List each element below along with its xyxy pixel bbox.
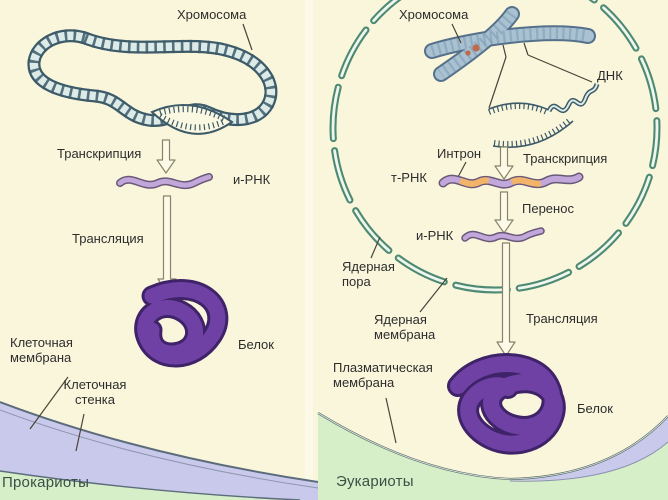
translation-arrow-left [157,195,177,294]
label-nuclear-membrane: Ядерная мембрана [374,312,436,343]
transcription-bubble [150,103,234,135]
label-cell-wall: Клеточная стенка [63,377,127,408]
label-cell-membrane: Клеточная мембрана [10,335,73,366]
transcription-arrow-left [156,139,176,174]
prokaryote-cell-membrane [0,401,319,500]
label-translation-left: Трансляция [72,231,144,246]
label-intron: Интрон [437,146,482,161]
label-translation-right: Трансляция [526,311,598,326]
leader-lines [29,23,593,452]
unwound-dna [487,83,600,149]
transfer-arrow [494,191,514,234]
label-chromosome-left: Хромосома [177,7,247,22]
mrna-strand-right [461,227,545,243]
panel-title-eukaryotes: Эукариоты [336,473,414,490]
mrna-strand-left [116,173,213,190]
circular-dna-loop [27,29,278,135]
label-transcription-right: Транскрипция [523,151,608,166]
panel-divider [305,0,313,500]
transcription-arrow-right [494,146,514,180]
label-plasma-membrane: Плазматическая мембрана [333,360,433,391]
x-chromosome [424,6,596,82]
panel-title-prokaryotes: Прокариоты [2,474,90,491]
label-dna: ДНК [597,68,623,83]
eukaryote-plasma-membrane [317,412,668,500]
label-mrna-left: и-РНК [233,172,271,187]
translation-arrow-right [496,242,516,357]
intron-segments [440,174,581,188]
nuclear-envelope [329,0,661,294]
centromere [472,44,480,52]
protein-right [447,353,566,455]
protein-left [134,279,229,368]
label-mrna-right: и-РНК [416,228,454,243]
label-chromosome-right: Хромосома [399,7,469,22]
label-nuclear-pore: Ядерная пора [342,259,395,290]
label-pre-mrna: т-РНК [391,170,427,185]
label-protein-right: Белок [577,401,613,416]
label-protein-left: Белок [238,337,274,352]
pre-mrna-strand [438,172,584,189]
label-transcription-left: Транскрипция [57,146,142,161]
label-transfer: Перенос [522,201,574,216]
